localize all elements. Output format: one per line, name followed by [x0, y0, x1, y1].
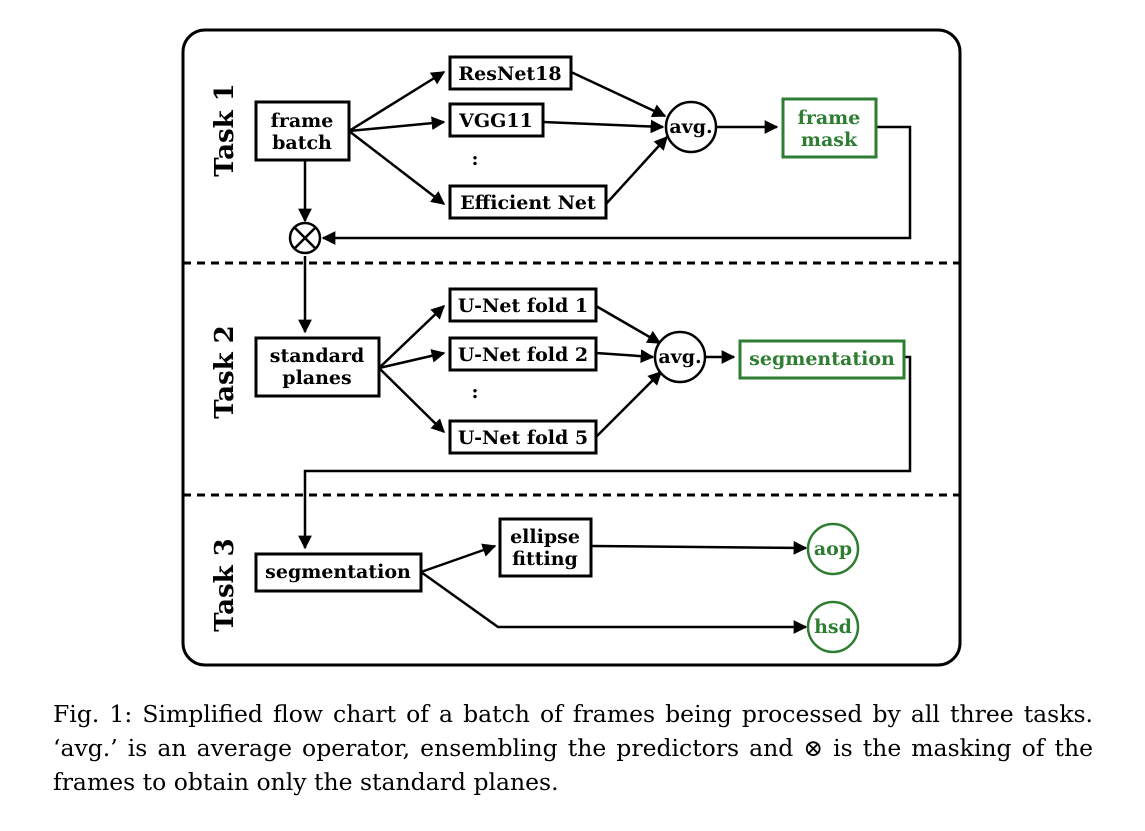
svg-text:ellipse: ellipse	[510, 526, 580, 548]
edge-batch-efficientnet	[348, 130, 446, 205]
svg-text:VGG11: VGG11	[458, 110, 533, 132]
svg-text:U-Net fold 1: U-Net fold 1	[458, 295, 588, 317]
svg-text:aop: aop	[814, 538, 852, 560]
node-standard-planes: standard planes	[254, 336, 381, 398]
node-avg-2: avg.	[653, 330, 707, 384]
svg-text:U-Net fold 5: U-Net fold 5	[458, 427, 588, 449]
ellipsis-dots-2: :	[471, 381, 478, 403]
node-ellipse-fitting: ellipse fitting	[498, 517, 593, 578]
diagram-frame	[181, 28, 962, 667]
svg-text:segmentation: segmentation	[749, 348, 895, 370]
node-segmentation-input: segmentation	[254, 552, 423, 593]
edge-planes-unet1	[378, 305, 445, 369]
node-aop: aop	[806, 522, 860, 576]
task-1-edges	[298, 70, 912, 334]
edge-batch-vgg	[348, 116, 446, 133]
edge-seg-hsd	[420, 570, 808, 634]
svg-text:avg.: avg.	[669, 116, 712, 138]
edge-seg-ellipse	[420, 543, 497, 574]
node-resnet18: ResNet18	[448, 55, 573, 91]
svg-text:ResNet18: ResNet18	[458, 63, 561, 85]
node-unet-fold-2: U-Net fold 2	[448, 336, 598, 372]
node-unet-fold-5: U-Net fold 5	[448, 419, 598, 455]
figure-caption: Fig. 1: Simplified flow chart of a batch…	[53, 700, 1093, 796]
edge-unet5-avg	[595, 371, 662, 438]
svg-text:U-Net fold 2: U-Net fold 2	[458, 344, 588, 366]
ellipsis-dots-1: :	[471, 148, 478, 170]
svg-text:segmentation: segmentation	[265, 561, 411, 583]
svg-text:hsd: hsd	[814, 616, 852, 638]
edge-efficientnet-avg	[605, 135, 668, 205]
edge-unet2-avg	[595, 349, 655, 363]
svg-text:Efficient Net: Efficient Net	[460, 192, 596, 214]
edge-planes-unet5	[378, 367, 445, 433]
flow-chart: Task 1 Task 2 Task 3 frame batch	[181, 28, 962, 667]
node-vgg11: VGG11	[448, 102, 545, 138]
edge-segmentation-task3	[298, 355, 912, 550]
svg-text:batch: batch	[272, 132, 332, 154]
svg-text:fitting: fitting	[512, 548, 578, 570]
node-avg-1: avg.	[664, 100, 718, 154]
task-2-edges	[298, 304, 912, 550]
edge-framemask-mask	[321, 125, 912, 245]
task-2-label: Task 2	[210, 325, 240, 419]
edge-resnet-avg	[570, 70, 667, 118]
node-frame-mask: frame mask	[781, 97, 878, 159]
svg-text:avg.: avg.	[658, 346, 701, 368]
edge-batch-resnet	[348, 70, 446, 133]
task-3-edges	[420, 541, 808, 634]
svg-text:mask: mask	[801, 129, 858, 151]
node-unet-fold-1: U-Net fold 1	[448, 287, 598, 323]
node-segmentation-output: segmentation	[738, 339, 906, 380]
edge-ellipse-aop	[590, 541, 808, 555]
svg-text:frame: frame	[798, 107, 861, 129]
node-hsd: hsd	[806, 600, 860, 654]
node-frame-batch: frame batch	[254, 100, 351, 162]
svg-text:planes: planes	[282, 367, 351, 389]
task-3-label: Task 3	[210, 538, 240, 632]
edge-planes-unet2	[378, 349, 446, 370]
edge-vgg-avg	[542, 119, 665, 134]
svg-text:standard: standard	[270, 345, 365, 367]
svg-text:frame: frame	[271, 110, 334, 132]
node-mask-operator	[288, 221, 322, 255]
edge-unet1-avg	[595, 304, 662, 345]
task-1-label: Task 1	[210, 83, 240, 177]
node-efficient-net: Efficient Net	[448, 184, 608, 220]
